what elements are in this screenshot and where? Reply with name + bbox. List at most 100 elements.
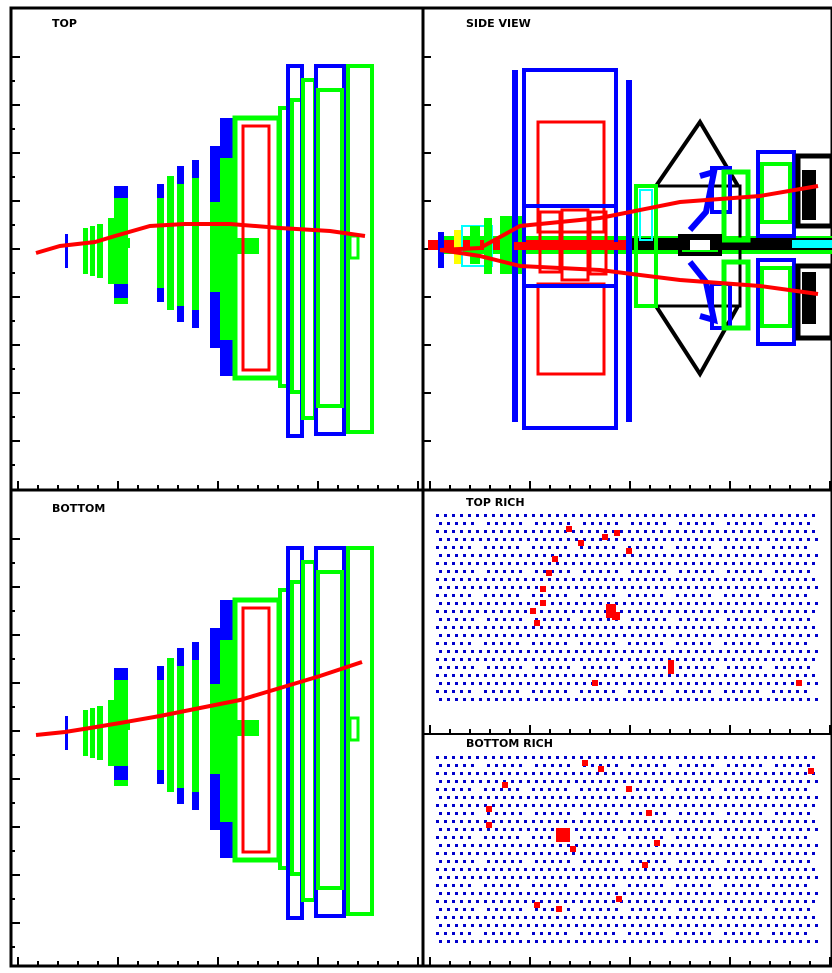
- rich-pixel: [463, 570, 466, 573]
- rich-pixel: [580, 756, 583, 759]
- rich-pixel: [527, 602, 530, 605]
- rich-pixel: [647, 876, 650, 879]
- rich-pixel: [583, 940, 586, 943]
- rich-pixel: [799, 764, 802, 767]
- rich-pixel: [575, 780, 578, 783]
- rich-pixel: [495, 682, 498, 685]
- rich-pixel: [647, 796, 650, 799]
- rich-pixel: [580, 514, 583, 517]
- rich-pixel: [692, 900, 695, 903]
- rich-pixel: [503, 682, 506, 685]
- rich-pixel: [732, 900, 735, 903]
- rich-pixel: [444, 932, 447, 935]
- rich-pixel: [596, 900, 599, 903]
- rich-pixel: [687, 602, 690, 605]
- tracking-station-edge: [177, 306, 184, 322]
- rich-pixel: [815, 796, 818, 799]
- rich-pixel: [791, 570, 794, 573]
- rich-pixel: [719, 586, 722, 589]
- rich-pixel: [711, 844, 714, 847]
- rich-pixel: [639, 570, 642, 573]
- rich-pixel: [740, 868, 743, 871]
- rich-pixel: [703, 796, 706, 799]
- rich-pixel: [780, 658, 783, 661]
- rich-pixel: [495, 554, 498, 557]
- rich-pixel: [508, 610, 511, 613]
- rich-pixel: [804, 836, 807, 839]
- rich-pixel: [516, 932, 519, 935]
- rich-pixel: [516, 788, 519, 791]
- rich-pixel: [540, 610, 543, 613]
- rich-pixel: [775, 618, 778, 621]
- rich-pixel: [732, 594, 735, 597]
- rich-pixel: [492, 578, 495, 581]
- rich-pixel: [655, 586, 658, 589]
- rich-pixel: [580, 916, 583, 919]
- rich-pixel: [684, 594, 687, 597]
- rich-pixel: [460, 756, 463, 759]
- rich-pixel: [660, 884, 663, 887]
- rich-pixel: [639, 634, 642, 637]
- rich-pixel: [583, 844, 586, 847]
- rich-pixel: [804, 788, 807, 791]
- track-bundle: [514, 242, 622, 250]
- rich-pixel: [567, 602, 570, 605]
- rich-pixel: [636, 916, 639, 919]
- rich-pixel: [628, 594, 631, 597]
- rich-pixel: [663, 844, 666, 847]
- rich-pixel: [463, 908, 466, 911]
- rich-pixel: [740, 594, 743, 597]
- rich-pixel: [559, 924, 562, 927]
- rich-pixel: [735, 650, 738, 653]
- rich-pixel: [788, 514, 791, 517]
- rich-pixel: [615, 764, 618, 767]
- rich-pixel: [556, 900, 559, 903]
- rich-pixel: [740, 610, 743, 613]
- rich-pixel: [572, 916, 575, 919]
- rich-pixel: [484, 594, 487, 597]
- rich-pixel: [727, 892, 730, 895]
- rich-pixel: [727, 522, 730, 525]
- rich-pixel: [447, 828, 450, 831]
- rich-pixel: [588, 642, 591, 645]
- rich-pixel: [660, 514, 663, 517]
- rich-pixel: [695, 908, 698, 911]
- rich-pixel: [612, 642, 615, 645]
- rich-pixel: [511, 860, 514, 863]
- rich-pixel: [663, 796, 666, 799]
- rich-pixel: [751, 602, 754, 605]
- rich-pixel: [788, 610, 791, 613]
- rich-pixel: [660, 658, 663, 661]
- rich-front-cyan: [639, 189, 653, 241]
- rich-pixel: [564, 788, 567, 791]
- rich-pixel: [588, 514, 591, 517]
- rich-pixel: [812, 578, 815, 581]
- rich-pixel: [644, 884, 647, 887]
- rich-pixel: [623, 538, 626, 541]
- rich-pixel: [487, 764, 490, 767]
- rich-pixel: [791, 634, 794, 637]
- rich-pixel: [495, 812, 498, 815]
- rich-pixel: [807, 780, 810, 783]
- rich-pixel: [612, 514, 615, 517]
- rich-pixel: [631, 940, 634, 943]
- rich-pixel: [791, 876, 794, 879]
- rich-pixel: [447, 876, 450, 879]
- rich-pixel: [612, 788, 615, 791]
- rich-pixel: [620, 868, 623, 871]
- rich-pixel: [780, 804, 783, 807]
- rich-pixel: [468, 626, 471, 629]
- rich-hit: [602, 534, 608, 540]
- bottom-rich-panel-title: BOTTOM RICH: [466, 737, 553, 750]
- rich-pixel: [591, 522, 594, 525]
- rich-pixel: [623, 924, 626, 927]
- rich-pixel: [607, 634, 610, 637]
- rich-pixel: [548, 820, 551, 823]
- rich-pixel: [460, 916, 463, 919]
- rich-pixel: [519, 828, 522, 831]
- rich-pixel: [727, 828, 730, 831]
- rich-pixel: [511, 844, 514, 847]
- rich-pixel: [748, 562, 751, 565]
- rich-pixel: [460, 932, 463, 935]
- rich-pixel: [591, 650, 594, 653]
